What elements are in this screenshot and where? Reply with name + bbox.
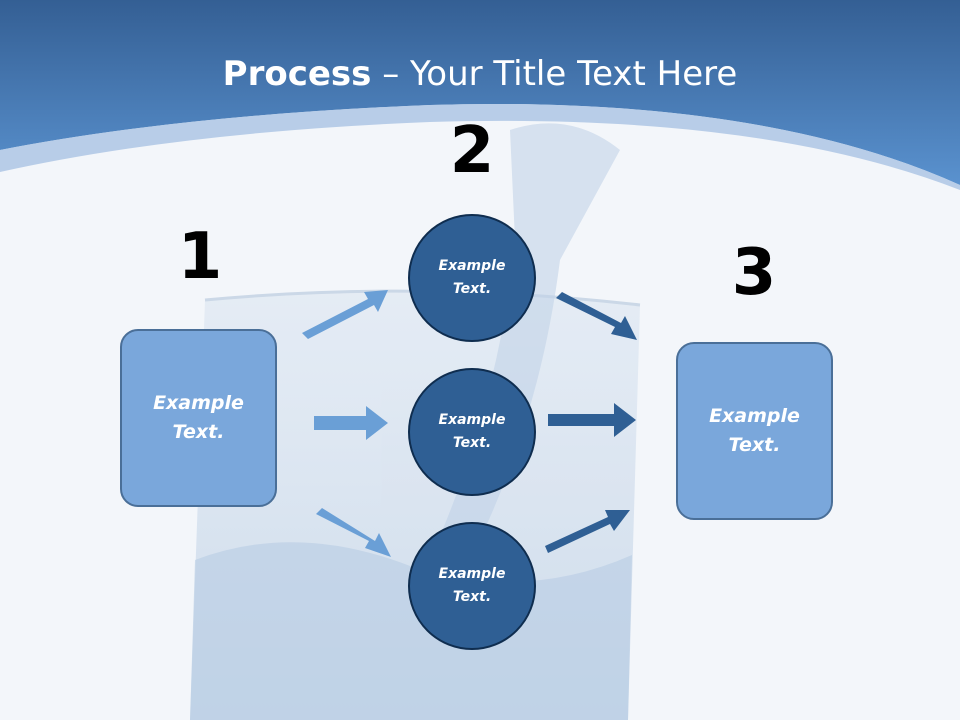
header-swoosh <box>0 104 960 190</box>
step-number-1: 1 <box>177 220 223 294</box>
left-box-label: Example Text. <box>153 392 244 443</box>
circle-bottom: Example Text. <box>408 522 536 650</box>
arrow-bottom-to-right <box>545 510 630 553</box>
header-band <box>0 0 960 185</box>
arrow-left-to-top <box>302 290 388 339</box>
right-box-label: Example Text. <box>709 405 800 456</box>
step-number-2: 2 <box>449 114 495 188</box>
arrow-left-to-middle <box>314 406 388 440</box>
circle-middle-label: Example Text. <box>438 412 506 451</box>
left-text-box: Example Text. <box>120 329 277 507</box>
slide-title: Process – Your Title Text Here <box>0 52 960 96</box>
right-text-box: Example Text. <box>676 342 833 520</box>
arrow-left-to-bottom <box>316 508 391 557</box>
circle-middle: Example Text. <box>408 368 536 496</box>
circle-top: Example Text. <box>408 214 536 342</box>
title-bold: Process <box>222 54 372 94</box>
circle-top-label: Example Text. <box>438 258 506 297</box>
circle-bottom-label: Example Text. <box>438 566 506 605</box>
title-separator: – <box>371 54 411 94</box>
arrow-middle-to-right <box>548 403 636 437</box>
step-number-3: 3 <box>731 236 777 310</box>
title-rest: Your Title Text Here <box>410 54 738 94</box>
arrow-top-to-right <box>556 292 637 340</box>
